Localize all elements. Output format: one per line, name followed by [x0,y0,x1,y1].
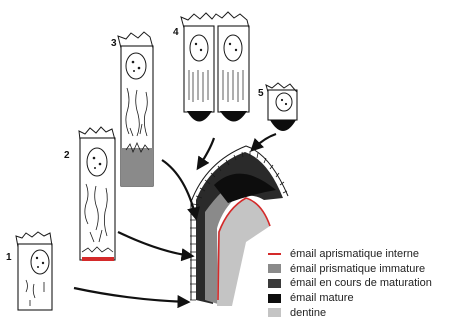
stage-number-4: 4 [173,27,179,38]
legend-swatch [268,279,281,288]
legend-item-prismatique-immature: émail prismatique immature [268,262,464,277]
stage-number-2: 2 [64,150,70,161]
legend-item-maturation: émail en cours de maturation [268,276,464,291]
ameloblast-cell-5 [266,83,297,131]
stage-number-3: 3 [111,38,117,49]
stage-number-1: 1 [6,252,12,263]
ameloblast-cell-3 [118,32,153,186]
legend-swatch [268,253,281,255]
ameloblast-cell-1 [16,232,52,310]
legend-label: émail en cours de maturation [290,277,432,289]
legend-item-aprismatique: émail aprismatique interne [268,247,464,262]
legend-swatch [268,294,281,303]
legend-label: dentine [290,307,326,319]
legend-item-mature: émail mature [268,291,464,306]
ameloblast-cell-4 [181,12,249,122]
legend-swatch [268,308,281,317]
stage-number-5: 5 [258,88,264,99]
legend-label: émail prismatique immature [290,263,425,275]
legend-label: émail mature [290,292,354,304]
legend-label: émail aprismatique interne [290,248,419,260]
legend-swatch [268,264,281,273]
legend-item-dentine: dentine [268,305,464,320]
ameloblast-cell-2 [79,127,115,261]
legend: émail aprismatique interne émail prismat… [268,247,464,320]
